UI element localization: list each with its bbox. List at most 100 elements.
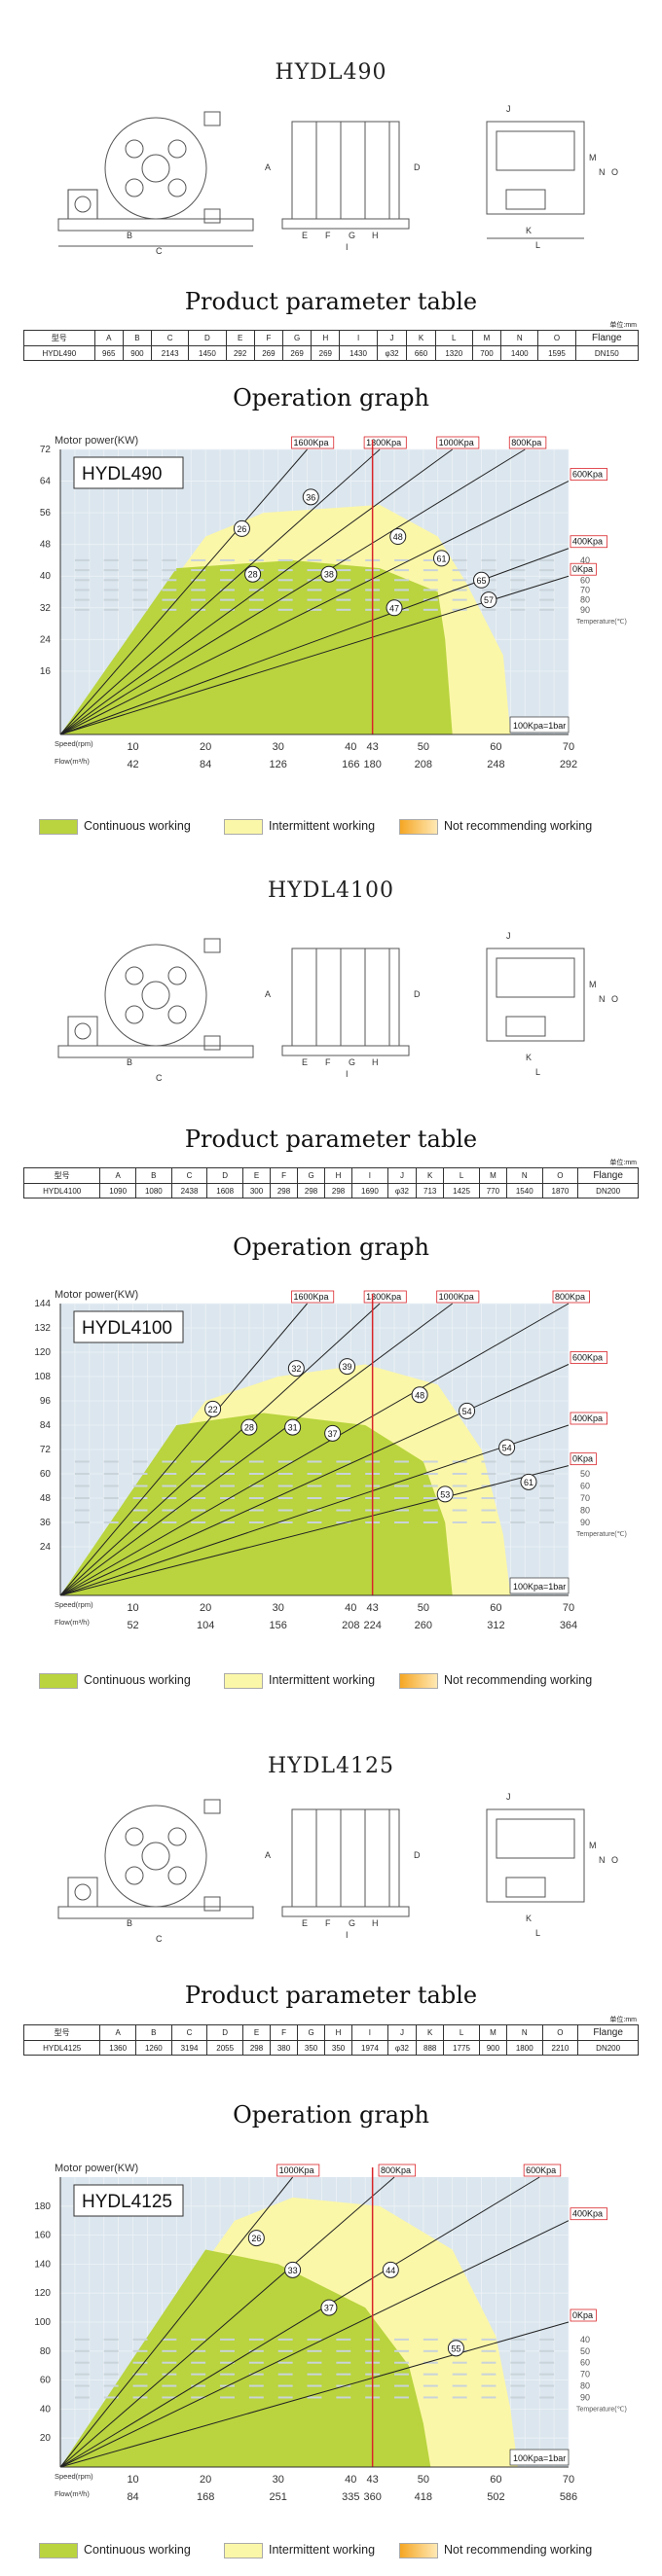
pressure-label: 1600Kpa [291, 1290, 335, 1304]
pressure-label: 600Kpa [570, 468, 607, 481]
y-tick-label: 64 [40, 477, 52, 487]
speed-tick-label: 43 [367, 1602, 379, 1614]
speed-marker: 31 [284, 1418, 302, 1436]
table-header-cell: O [537, 330, 576, 346]
marker-circle [436, 1485, 454, 1503]
temperature-label: 40 [580, 2335, 590, 2344]
flow-tick-label: 166 [342, 759, 359, 770]
table-header-cell: C [170, 2024, 208, 2041]
pressure-label-box [276, 2164, 320, 2177]
legend-continuous: Continuous working [39, 1671, 191, 1689]
table-cell: 1090 [99, 1183, 136, 1199]
speed-tick-label: 60 [490, 2474, 501, 2486]
legend-intermittent: Intermittent working [224, 817, 375, 835]
table-cell: φ32 [376, 345, 408, 361]
chart-title-box: HYDL490 [73, 456, 184, 489]
pressure-label-text: 600Kpa [526, 2165, 556, 2175]
table-header-cell: B [122, 330, 153, 346]
table-header-cell: L [434, 330, 473, 346]
table-header-cell: Flange [577, 1167, 639, 1184]
speed-tick-label: 50 [418, 2474, 429, 2486]
y-tick-label: 120 [34, 1347, 51, 1358]
table-cell: 1360 [99, 2040, 136, 2056]
legend-intermittent: Intermittent working [224, 1671, 375, 1689]
marker-label: 36 [306, 492, 315, 502]
pressure-line [59, 2176, 395, 2468]
table-header-cell: C [151, 330, 190, 346]
dim-label-h: H [372, 1918, 379, 1928]
chart-title-box: HYDL4125 [73, 2184, 184, 2217]
speed-tick-label: 60 [490, 1602, 501, 1614]
dim-label-m: M [589, 1841, 597, 1850]
table-header-cell: F [270, 2024, 299, 2041]
y-tick-label: 56 [40, 508, 52, 519]
table-cell: 1690 [351, 1183, 388, 1199]
marker-label: 37 [328, 1429, 338, 1439]
temperature-label: 40 [580, 555, 590, 565]
pressure-label-text: 800Kpa [381, 2165, 411, 2175]
marker-label: 39 [343, 1362, 352, 1372]
y-tick-label: 32 [40, 603, 52, 614]
marker-circle [284, 2261, 302, 2278]
pressure-label-box [570, 2308, 597, 2322]
temperature-label: 50 [580, 2346, 590, 2356]
table-header-cell: B [135, 2024, 172, 2041]
pump-front-view [57, 111, 254, 247]
flow-tick-label: 312 [487, 1620, 504, 1631]
dim-label-a: A [265, 989, 271, 999]
table-header-cell: M [478, 2024, 507, 2041]
pressure-label-text: 800Kpa [555, 1292, 585, 1302]
speed-tick-label: 70 [563, 741, 574, 753]
table-cell: 298 [270, 1183, 299, 1199]
speed-marker: 61 [520, 1473, 537, 1490]
table-header-cell: A [99, 2024, 136, 2041]
table-header-cell: D [206, 2024, 244, 2041]
pressure-label-box [508, 436, 547, 449]
table-cell: 300 [242, 1183, 272, 1199]
marker-circle [204, 1400, 222, 1417]
speed-tick-label: 40 [345, 2474, 356, 2486]
speed-tick-label: 10 [127, 2474, 138, 2486]
pressure-label-text: 400Kpa [572, 2209, 603, 2219]
pump-front-view [57, 1799, 254, 1919]
pressure-label-box [552, 1290, 590, 1304]
speed-marker: 39 [339, 1358, 356, 1376]
temperature-label: 90 [580, 605, 590, 615]
table-cell: HYDL490 [23, 345, 95, 361]
dimension-labels: A B C D E F G H I J K L M N O [127, 1792, 618, 1944]
pressure-label-box [363, 436, 407, 449]
table-cell: 900 [478, 2040, 507, 2056]
dim-label-b: B [127, 1057, 132, 1067]
pressure-label-text: 0Kpa [572, 564, 593, 574]
dim-label-j: J [506, 104, 511, 114]
y-tick-label: 40 [40, 571, 52, 582]
dim-label-g: G [349, 231, 355, 240]
y-axis-title: Motor power(KW) [55, 2163, 138, 2174]
dim-label-n: N [599, 167, 606, 177]
marker-label: 48 [393, 532, 403, 542]
table-header-cell: A [93, 330, 124, 346]
speed-marker: 54 [498, 1439, 516, 1456]
dim-label-e: E [302, 1918, 308, 1928]
table-cell: 2210 [541, 2040, 579, 2056]
temperature-axis-title: Temperature(℃) [576, 2406, 627, 2413]
flow-tick-label: 208 [342, 1620, 359, 1631]
pressure-label-box [291, 1290, 335, 1304]
model-title-hydl490: HYDL490 [275, 60, 387, 85]
marker-label: 26 [237, 524, 246, 534]
y-tick-label: 80 [40, 2346, 52, 2357]
dim-label-f: F [325, 1057, 331, 1067]
table-header-cell: K [416, 2024, 445, 2041]
temperature-axis-title: Temperature(℃) [576, 1531, 627, 1538]
table-cell: 1775 [443, 2040, 480, 2056]
table-header-cell: G [297, 1167, 326, 1184]
speed-axis-title: Speed(rpm) [55, 2472, 93, 2481]
y-tick-label: 48 [40, 540, 52, 551]
table-header-cell: L [443, 1167, 480, 1184]
pressure-line [59, 1303, 381, 1596]
pressure-label-box [523, 2164, 562, 2177]
dim-label-c: C [156, 1934, 163, 1944]
legend-hydl4100: Continuous working Intermittent working … [39, 1671, 643, 1691]
